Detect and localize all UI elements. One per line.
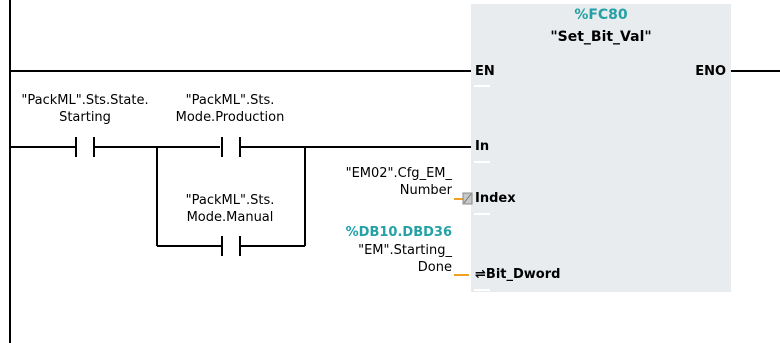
contact-starting[interactable] <box>75 137 95 157</box>
contact-mode-production[interactable] <box>221 137 241 157</box>
pin-bit-dword[interactable]: ⇌Bit_Dword <box>475 267 561 282</box>
pin-en[interactable]: EN <box>475 64 495 79</box>
contact-mode-manual-label: "PackML".Sts. Mode.Manual <box>185 193 275 225</box>
inout-icon: ⇌ <box>475 267 486 282</box>
pin-eno[interactable]: ENO <box>695 64 726 79</box>
function-block[interactable] <box>471 4 731 292</box>
pin-index[interactable]: Index <box>475 191 516 206</box>
contact-mode-production-label: "PackML".Sts. Mode.Production <box>175 93 285 125</box>
contact-mode-manual[interactable] <box>221 236 241 256</box>
bit-dword-address: %DB10.DBD36 <box>345 225 452 240</box>
pin-in[interactable]: In <box>475 139 490 154</box>
block-number: %FC80 <box>574 7 628 23</box>
contact-starting-label: "PackML".Sts.State. Starting <box>21 93 149 125</box>
block-name: "Set_Bit_Val" <box>550 29 652 45</box>
index-operand[interactable]: "EM02".Cfg_EM_ Number <box>345 166 452 198</box>
bit-dword-operand[interactable]: "EM".Starting_ Done <box>358 243 452 275</box>
